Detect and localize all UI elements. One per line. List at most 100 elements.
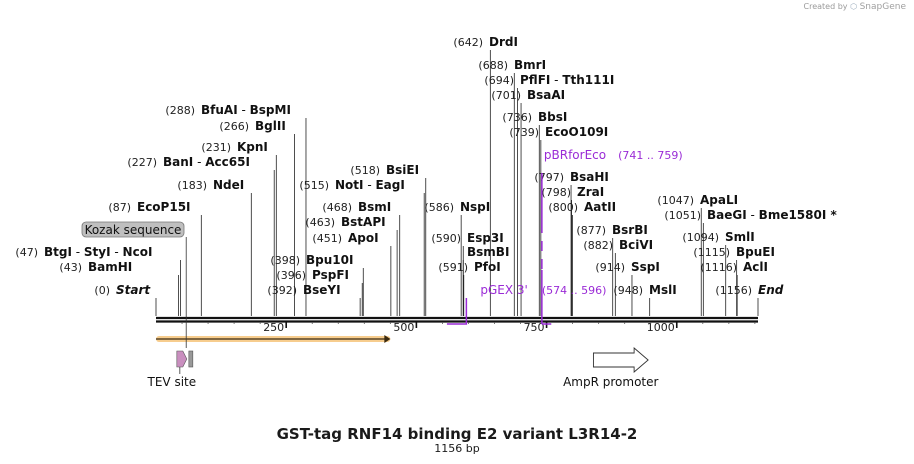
- site-enzyme-name[interactable]: PfoI: [474, 260, 501, 274]
- site-name-baegi-bme1580i[interactable]: BaeGI - Bme1580I *: [707, 208, 838, 222]
- site-name-drdi[interactable]: DrdI: [489, 35, 518, 49]
- site-enzyme-name[interactable]: EcoP15I: [137, 200, 191, 214]
- site-name-bbsi[interactable]: BbsI: [538, 110, 567, 124]
- site-enzyme-name[interactable]: BbsI: [538, 110, 567, 124]
- site-name-bstapi[interactable]: BstAPI: [341, 215, 386, 229]
- site-enzyme-name[interactable]: Bpu10I: [306, 253, 353, 267]
- site-enzyme-name[interactable]: EagI: [375, 178, 404, 192]
- primer-label-pbrforeco[interactable]: pBRforEco(741 .. 759): [544, 148, 683, 162]
- primer-label-pgex-3[interactable]: pGEX 3'(574 .. 596): [480, 283, 606, 297]
- site-name-end[interactable]: End: [758, 283, 784, 297]
- site-name-sspi[interactable]: SspI: [631, 260, 660, 274]
- site-enzyme-name[interactable]: Bme1580I *: [759, 208, 838, 222]
- site-name-zrai[interactable]: ZraI: [577, 185, 604, 199]
- site-enzyme-name[interactable]: SmlI: [725, 230, 755, 244]
- site-name-bsmi[interactable]: BsmI: [358, 200, 391, 214]
- site-name-bglii[interactable]: BglII: [255, 119, 286, 133]
- site-enzyme-name[interactable]: AclI: [743, 260, 768, 274]
- site-enzyme-name[interactable]: BspMI: [250, 103, 291, 117]
- site-name-ecoo109i[interactable]: EcoO109I: [545, 125, 608, 139]
- site-enzyme-name[interactable]: NspI: [460, 200, 490, 214]
- site-name-smli[interactable]: SmlI: [725, 230, 755, 244]
- site-name-bamhi[interactable]: BamHI: [88, 260, 132, 274]
- site-enzyme-name[interactable]: BsmI: [358, 200, 391, 214]
- site-enzyme-name[interactable]: NotI: [335, 178, 364, 192]
- site-enzyme-name[interactable]: NcoI: [123, 245, 153, 259]
- site-enzyme-name[interactable]: BsiEI: [386, 163, 419, 177]
- feature-label-box-kozak-sequence[interactable]: [81, 221, 185, 238]
- site-name-pfoi[interactable]: PfoI: [474, 260, 501, 274]
- site-name-bmri[interactable]: BmrI: [514, 58, 546, 72]
- site-enzyme-name[interactable]: BsrBI: [612, 223, 648, 237]
- site-enzyme-name[interactable]: BsaAI: [527, 88, 565, 102]
- site-name-bseyi[interactable]: BseYI: [303, 283, 341, 297]
- credit-brand: SnapGene: [859, 2, 906, 12]
- feature-arrow-tev-site[interactable]: [176, 350, 188, 368]
- site-enzyme-name[interactable]: SspI: [631, 260, 660, 274]
- site-name-bsmbi[interactable]: BsmBI: [467, 245, 509, 259]
- site-name-ndei[interactable]: NdeI: [213, 178, 244, 192]
- site-name-bpu10i[interactable]: Bpu10I: [306, 253, 353, 267]
- site-enzyme-name[interactable]: StyI: [84, 245, 111, 259]
- site-enzyme-name[interactable]: BanI: [163, 155, 193, 169]
- feature-label-ampr-promoter[interactable]: AmpR promoter: [563, 375, 658, 389]
- site-enzyme-name[interactable]: BsmBI: [467, 245, 509, 259]
- site-enzyme-name[interactable]: BfuAI: [201, 103, 238, 117]
- site-name-bpuei[interactable]: BpuEI: [736, 245, 775, 259]
- tick-label: 500: [393, 321, 414, 334]
- site-enzyme-name[interactable]: ZraI: [577, 185, 604, 199]
- site-name-noti-eagi[interactable]: NotI - EagI: [335, 178, 405, 192]
- site-enzyme-name[interactable]: MslI: [649, 283, 677, 297]
- site-enzyme-name[interactable]: BtgI: [44, 245, 72, 259]
- site-name-bsrbi[interactable]: BsrBI: [612, 223, 648, 237]
- site-name-btgi-styi-ncoi[interactable]: BtgI - StyI - NcoI: [44, 245, 152, 259]
- site-name-nspi[interactable]: NspI: [460, 200, 490, 214]
- site-enzyme-name[interactable]: BamHI: [88, 260, 132, 274]
- site-name-bsiei[interactable]: BsiEI: [386, 163, 419, 177]
- site-enzyme-name[interactable]: DrdI: [489, 35, 518, 49]
- site-name-bfuai-bspmi[interactable]: BfuAI - BspMI: [201, 103, 291, 117]
- site-enzyme-name[interactable]: Tth111I: [562, 73, 614, 87]
- site-enzyme-name[interactable]: ApaLI: [700, 193, 738, 207]
- site-position-label: (800): [548, 201, 578, 214]
- site-name-bani-acc65i[interactable]: BanI - Acc65I: [163, 155, 250, 169]
- site-enzyme-name[interactable]: BpuEI: [736, 245, 775, 259]
- site-enzyme-name[interactable]: PflFI: [520, 73, 550, 87]
- site-name-apali[interactable]: ApaLI: [700, 193, 738, 207]
- site-name-bsahi[interactable]: BsaHI: [570, 170, 609, 184]
- site-enzyme-name[interactable]: Start: [116, 283, 151, 297]
- site-name-msli[interactable]: MslI: [649, 283, 677, 297]
- site-enzyme-name[interactable]: KpnI: [237, 140, 268, 154]
- site-position-label: (591): [438, 261, 468, 274]
- site-enzyme-name[interactable]: BseYI: [303, 283, 341, 297]
- site-name-esp3i[interactable]: Esp3I: [467, 231, 504, 245]
- site-name-aatii[interactable]: AatII: [584, 200, 616, 214]
- site-enzyme-name[interactable]: BciVI: [619, 238, 653, 252]
- site-name-acli[interactable]: AclI: [743, 260, 768, 274]
- site-enzyme-name[interactable]: Esp3I: [467, 231, 504, 245]
- site-enzyme-name[interactable]: BaeGI: [707, 208, 747, 222]
- feature-arrow-ampr-promoter[interactable]: [592, 347, 649, 373]
- site-name-start[interactable]: Start: [116, 283, 151, 297]
- site-enzyme-name[interactable]: AatII: [584, 200, 616, 214]
- site-name-bsaai[interactable]: BsaAI: [527, 88, 565, 102]
- site-name-kpni[interactable]: KpnI: [237, 140, 268, 154]
- site-name-ecop15i[interactable]: EcoP15I: [137, 200, 191, 214]
- site-enzyme-name[interactable]: EcoO109I: [545, 125, 608, 139]
- site-enzyme-name[interactable]: End: [758, 283, 784, 297]
- site-enzyme-name[interactable]: BglII: [255, 119, 286, 133]
- site-enzyme-name[interactable]: NdeI: [213, 178, 244, 192]
- site-enzyme-name[interactable]: BmrI: [514, 58, 546, 72]
- site-enzyme-name[interactable]: BsaHI: [570, 170, 609, 184]
- site-enzyme-name[interactable]: Acc65I: [205, 155, 250, 169]
- site-name-pflfi-tth111i[interactable]: PflFI - Tth111I: [520, 73, 614, 87]
- kozak-sequence-mark[interactable]: [188, 350, 194, 368]
- site-enzyme-name[interactable]: ApoI: [348, 231, 379, 245]
- site-enzyme-name[interactable]: BstAPI: [341, 215, 386, 229]
- feature-label-tev-site[interactable]: TEV site: [147, 375, 197, 389]
- site-name-apoi[interactable]: ApoI: [348, 231, 379, 245]
- feature-label-kozak-sequence[interactable]: Kozak sequence: [85, 223, 182, 237]
- site-enzyme-name[interactable]: PspFI: [312, 268, 349, 282]
- site-name-bcivi[interactable]: BciVI: [619, 238, 653, 252]
- site-name-pspfi[interactable]: PspFI: [312, 268, 349, 282]
